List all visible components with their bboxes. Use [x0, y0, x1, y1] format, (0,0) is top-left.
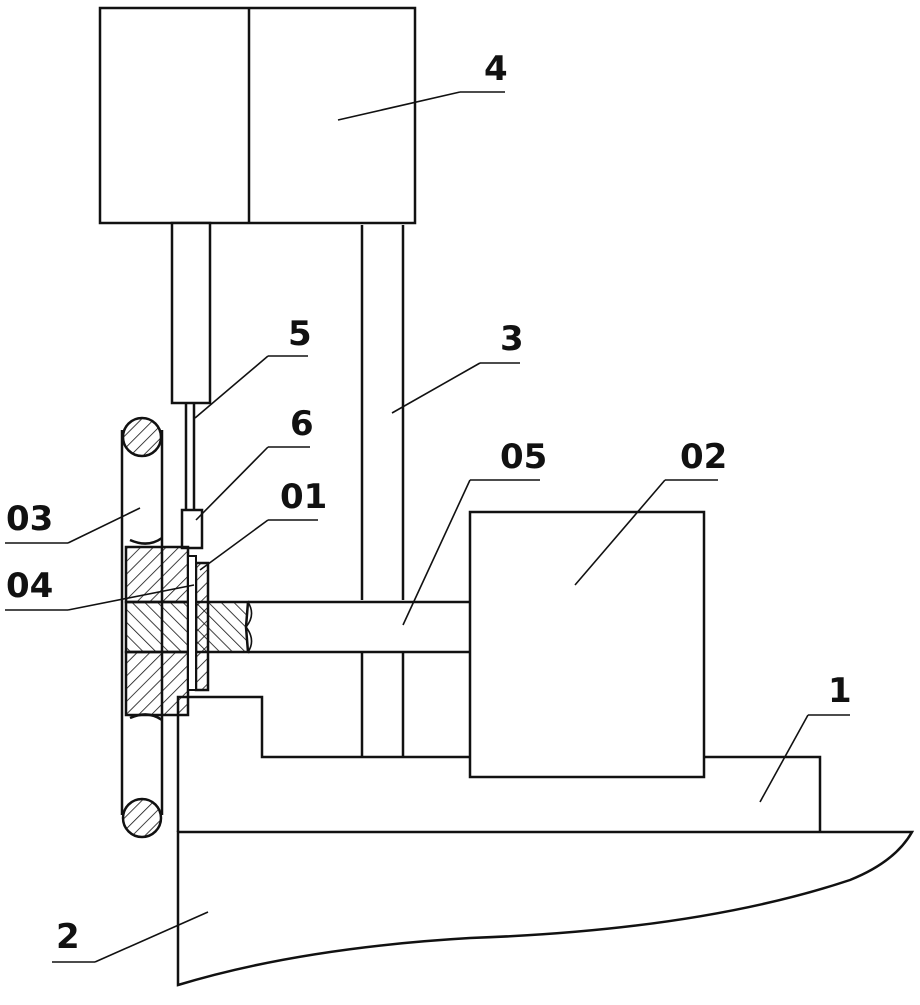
- column-3: [360, 225, 405, 757]
- cylinder-body: [170, 221, 212, 405]
- base-body-2: [176, 830, 915, 987]
- label-6: 6: [290, 404, 314, 444]
- label-03: 03: [6, 499, 53, 539]
- shaft-05: [244, 600, 470, 654]
- label-2: 2: [56, 917, 80, 957]
- label-4: 4: [484, 49, 508, 89]
- leader-lines: [5, 91, 850, 963]
- top-box-4: [98, 6, 417, 225]
- rod-5: [184, 403, 196, 510]
- platform-1: [176, 695, 822, 832]
- label-01: 01: [280, 477, 327, 517]
- label-5: 5: [288, 314, 312, 354]
- label-02: 02: [680, 437, 727, 477]
- label-3: 3: [500, 319, 524, 359]
- hub-04: [124, 545, 250, 717]
- label-05: 05: [500, 437, 547, 477]
- block-6: [180, 508, 204, 550]
- label-04: 04: [6, 566, 53, 606]
- motor-box-02: [468, 510, 706, 779]
- blade-01: [187, 555, 210, 692]
- label-1: 1: [828, 671, 852, 711]
